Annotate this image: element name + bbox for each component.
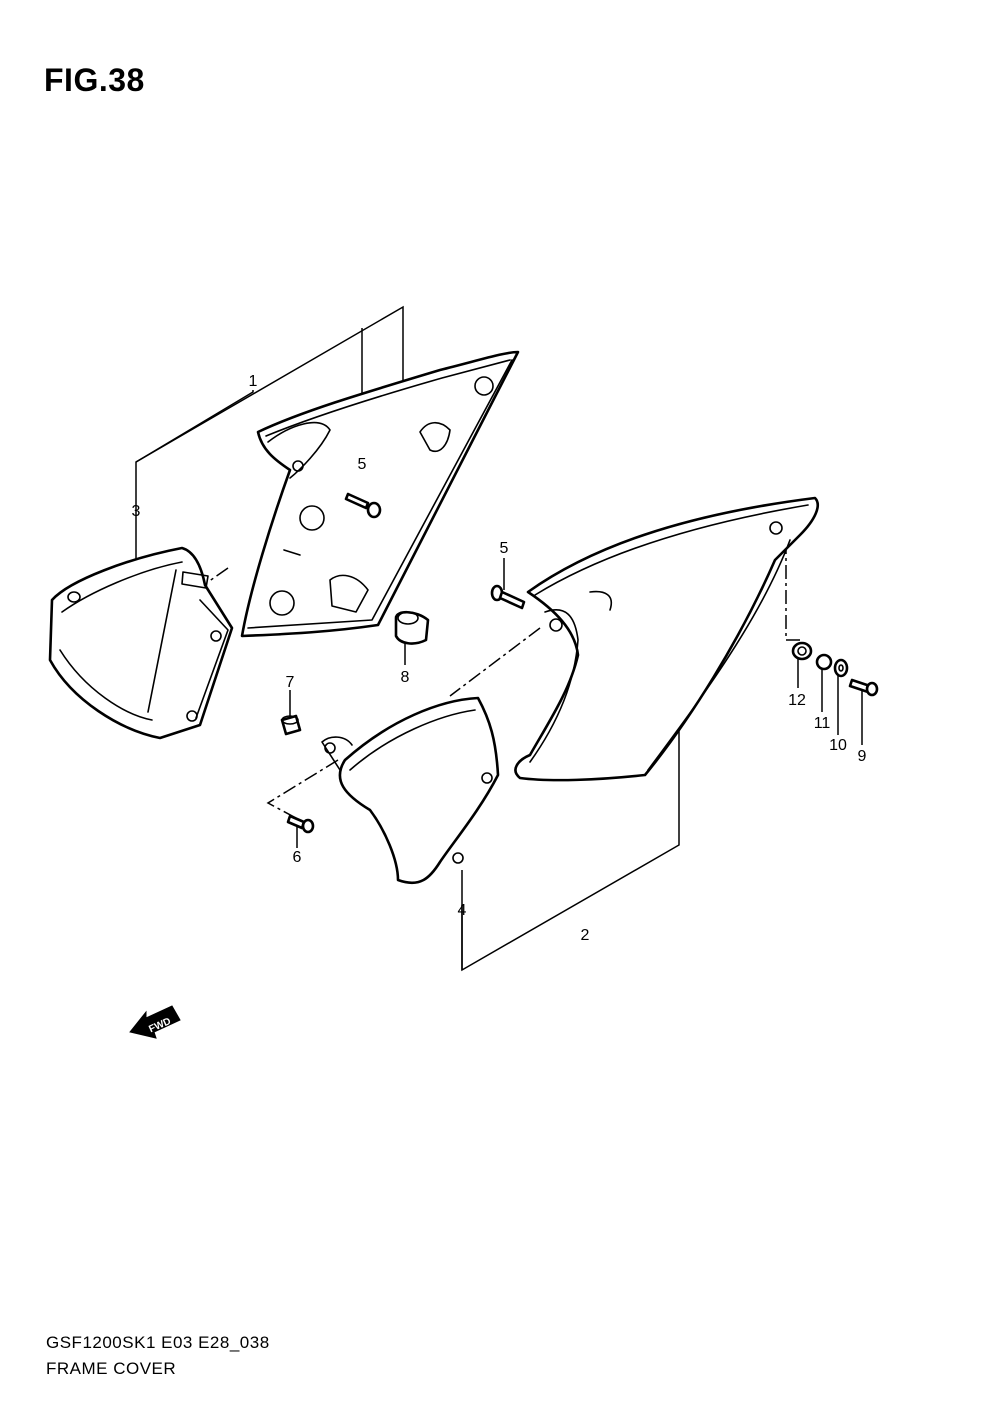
part-1-side-cover — [240, 350, 520, 638]
part-6-screw — [286, 814, 315, 834]
callout-6: 6 — [293, 849, 302, 866]
callout-2: 2 — [581, 927, 590, 944]
part-3-bracket — [48, 546, 234, 740]
figure-title: FIG.38 — [44, 62, 145, 98]
callout-8: 8 — [401, 669, 410, 686]
callout-10: 10 — [829, 737, 847, 754]
part-4-front-cover — [321, 696, 500, 885]
callout-5-right: 5 — [500, 540, 509, 557]
part-12-grommet — [791, 641, 813, 661]
callout-11: 11 — [814, 715, 831, 732]
figure-code: GSF1200SK1 E03 E28_038 — [46, 1333, 270, 1352]
callout-9: 9 — [858, 748, 867, 765]
part-9-bolt — [848, 678, 879, 697]
part-5-screw-upper — [344, 492, 382, 519]
part-7-grommet — [280, 714, 302, 736]
callout-3: 3 — [132, 503, 141, 520]
part-11-collar — [815, 653, 833, 671]
callout-5-upper: 5 — [358, 456, 367, 473]
part-10-washer — [833, 658, 849, 678]
figure-name: FRAME COVER — [46, 1359, 177, 1378]
part-8-grommet — [394, 610, 430, 645]
part-5-screw-right — [490, 584, 526, 610]
callout-1: 1 — [249, 373, 258, 390]
leader-lines — [135, 305, 863, 972]
callout-7: 7 — [286, 674, 295, 691]
callout-labels: 1 3 5 5 8 7 6 4 2 12 11 10 9 — [132, 373, 867, 944]
callout-12: 12 — [788, 692, 806, 709]
forward-arrow-icon: FWD — [129, 1005, 181, 1039]
callout-4: 4 — [458, 902, 467, 919]
part-2-lower-cover — [514, 496, 820, 782]
